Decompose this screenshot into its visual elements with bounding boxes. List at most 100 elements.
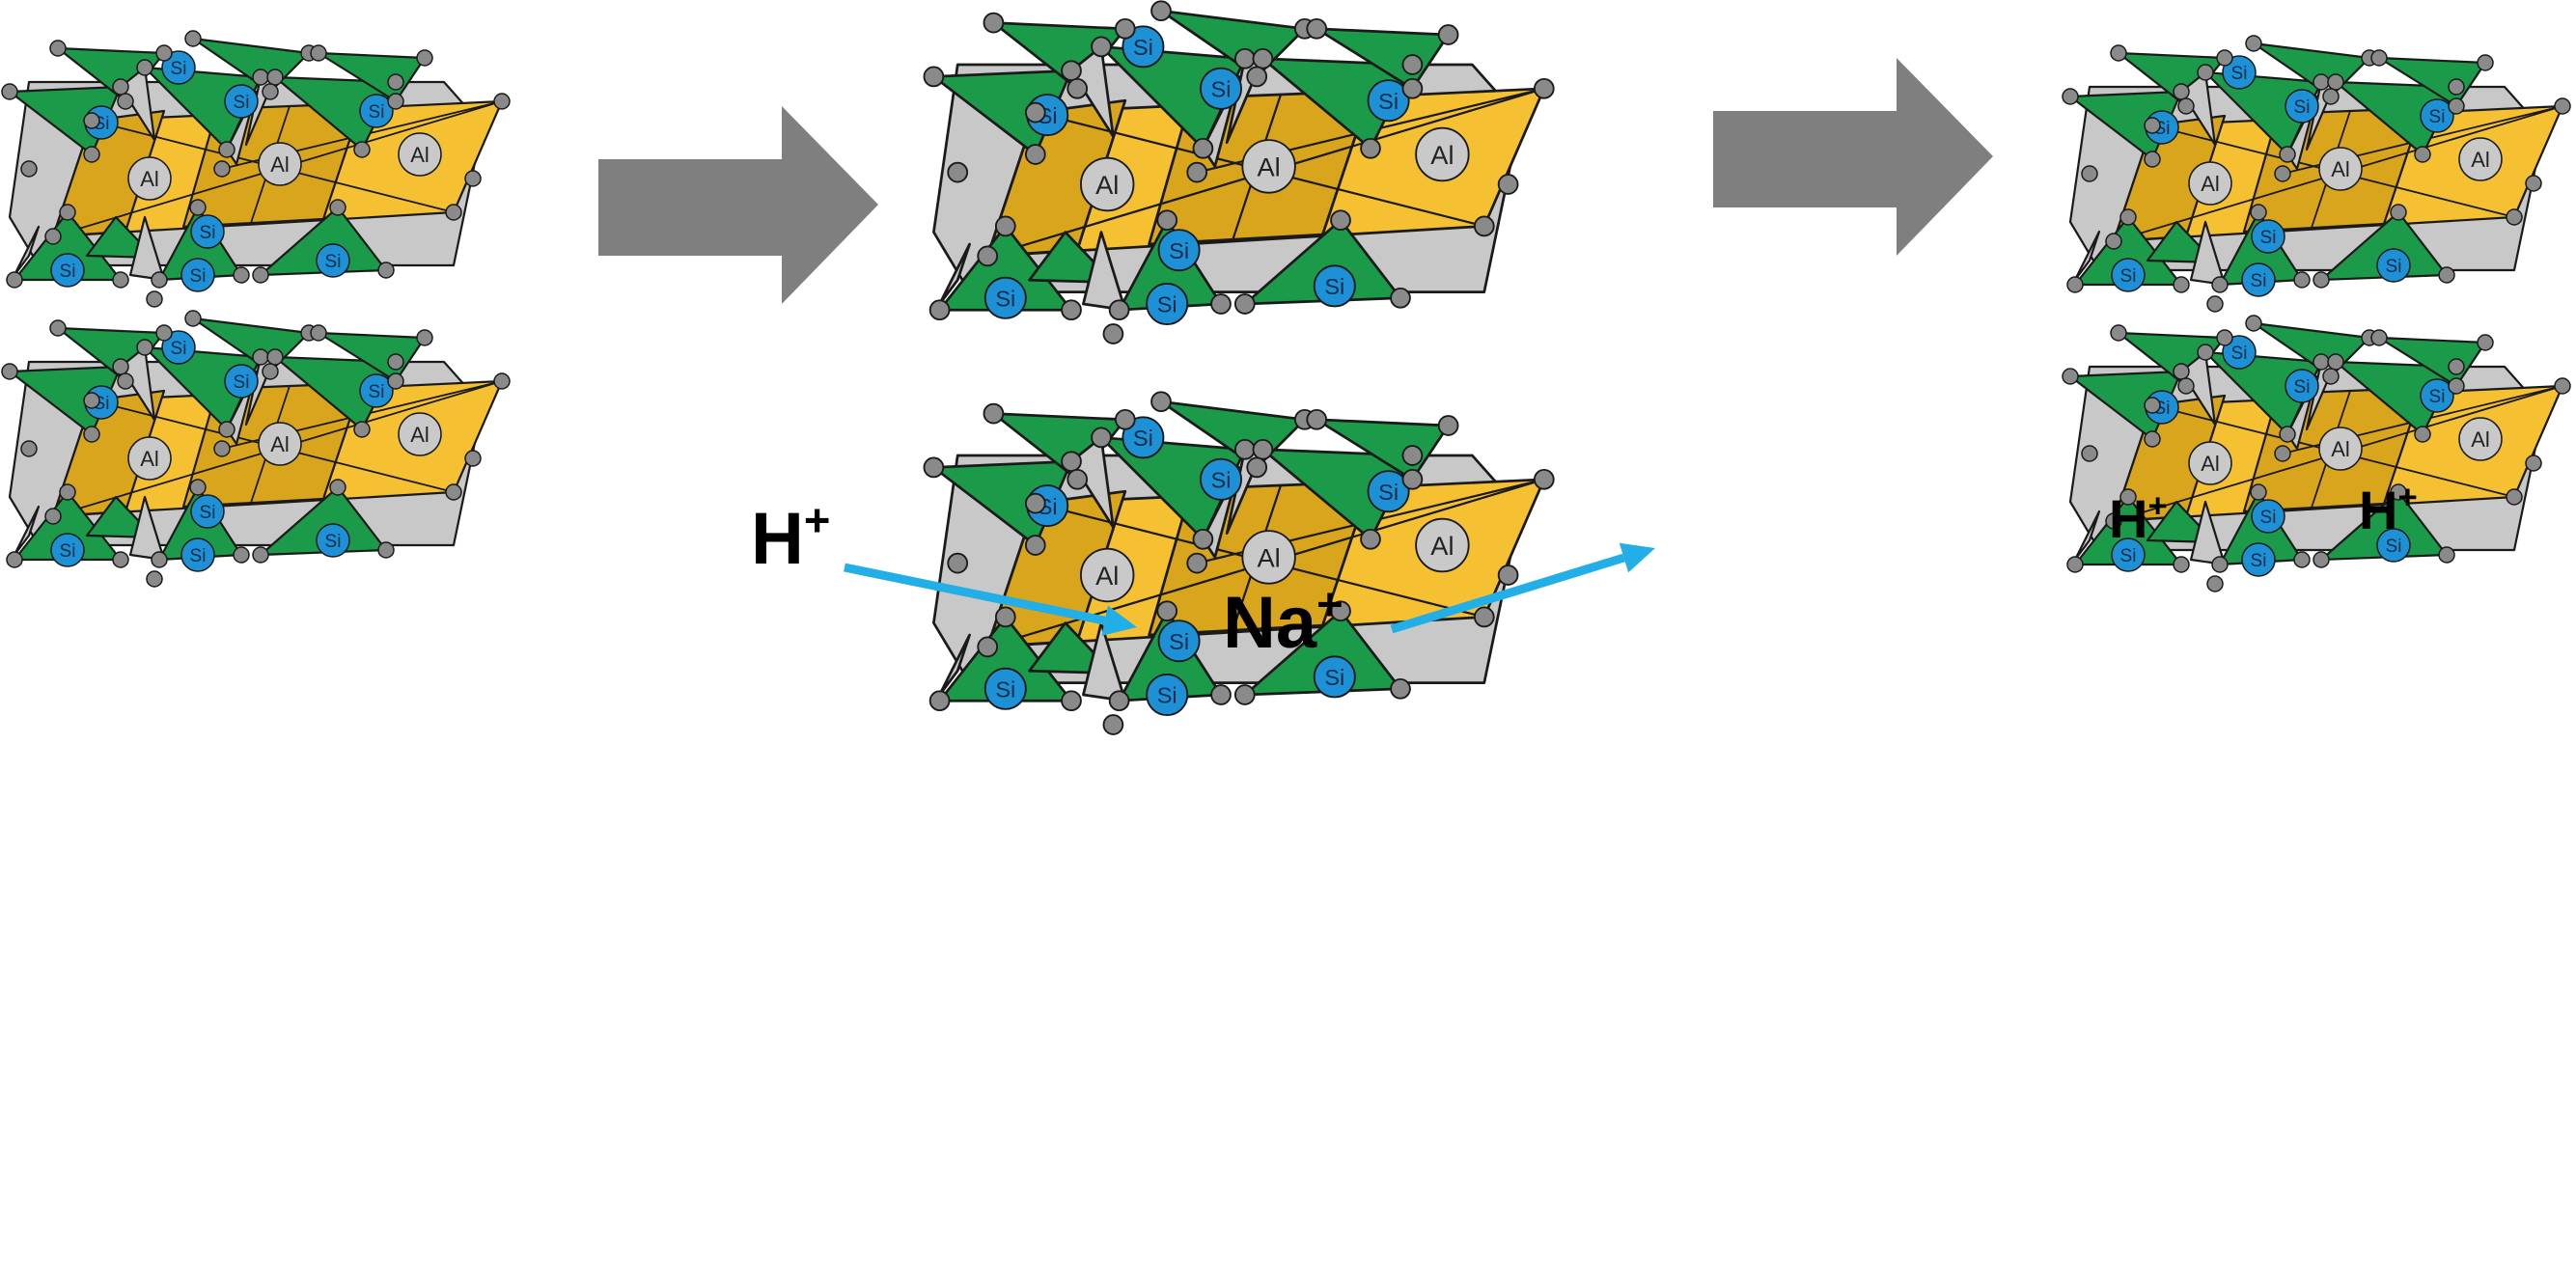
oxygen-node [1330, 600, 1351, 622]
tetrahedron-side-face [938, 633, 971, 697]
proton-label-final-right: H+ [2359, 480, 2418, 540]
oxygen-node [2173, 556, 2190, 573]
oxygen-node [44, 228, 62, 245]
oxygen-node [2173, 276, 2190, 293]
oxygen-node [2313, 271, 2330, 289]
silicon-atom: Si [2420, 98, 2454, 133]
oxygen-node [2279, 426, 2296, 443]
oxygen-node [1401, 77, 1424, 99]
aluminum-atom: Al [1079, 547, 1135, 603]
oxygen-node [2062, 88, 2079, 105]
oxygen-node [2105, 512, 2122, 530]
oxygen-node [2211, 556, 2229, 573]
oxygen-node [218, 421, 235, 438]
silicon-label: Si [1324, 665, 1344, 690]
oxygen-node [1066, 468, 1089, 490]
oxygen-node [1156, 600, 1178, 622]
aluminum-label: Al [140, 167, 159, 191]
silicon-atom: Si [161, 330, 196, 365]
oxygen-node [2105, 233, 2122, 250]
silicon-label: Si [1133, 35, 1153, 60]
oxygen-node [2448, 358, 2465, 375]
oxygen-node [1156, 209, 1178, 232]
silicon-label: Si [2120, 266, 2137, 287]
oxygen-node [1390, 287, 1411, 309]
oxygen-node [233, 266, 250, 284]
oxygen-node [1108, 299, 1130, 321]
oxygen-node [2177, 377, 2195, 395]
silicon-atom: Si [1157, 620, 1201, 663]
aluminum-atom: Al [127, 436, 172, 481]
oxygen-node [387, 353, 404, 371]
oxygen-node [1233, 438, 1256, 460]
oxygen-node [2197, 64, 2214, 81]
aluminum-label: Al [2331, 157, 2350, 181]
silicon-label: Si [200, 223, 216, 243]
silicon-label: Si [1378, 89, 1399, 114]
aluminum-atom: Al [2318, 147, 2363, 191]
silicon-label: Si [2386, 537, 2402, 557]
oxygen-node [994, 215, 1016, 237]
oxygen-node [1091, 427, 1112, 449]
aluminum-label: Al [1095, 561, 1119, 591]
oxygen-node [1186, 552, 1208, 574]
tetrahedron-side-face [13, 505, 41, 557]
oxygen-node [1330, 209, 1351, 232]
silicon-label: Si [369, 382, 385, 402]
oxygen-node [493, 93, 511, 110]
silicon-label: Si [1169, 238, 1189, 263]
process-arrows [598, 58, 1993, 636]
tetrahedron-side-face [119, 345, 156, 422]
oxygen-node [1360, 528, 1381, 550]
oxygen-node [2274, 165, 2291, 182]
aluminum-label: Al [410, 423, 429, 447]
aluminum-atom: Al [2458, 137, 2503, 181]
oxygen-node [2206, 295, 2224, 313]
oxygen-node [1401, 445, 1424, 466]
silicon-atom: Si [983, 667, 1027, 710]
silicon-atom: Si [161, 50, 196, 85]
silicon-label: Si [325, 252, 342, 272]
oxygen-node [136, 339, 153, 356]
tetrahedron-side-face [2189, 500, 2227, 566]
oxygen-node [2066, 276, 2084, 293]
aluminum-label: Al [1257, 151, 1280, 181]
silicon-atom: Si [1367, 470, 1410, 513]
silicon-label: Si [995, 286, 1015, 311]
silicon-atom: Si [2241, 262, 2276, 297]
oxygen-node [1024, 492, 1046, 514]
oxygen-node [252, 266, 269, 284]
oxygen-node [262, 363, 279, 380]
proton-label-final-left: H+ [2109, 488, 2168, 549]
oxygen-node [2327, 353, 2344, 371]
silicon-atom: Si [50, 253, 85, 288]
silicon-atom: Si [180, 537, 215, 572]
oxygen-node [464, 170, 482, 187]
silicon-atom: Si [1122, 25, 1165, 69]
silicon-label: Si [369, 102, 385, 123]
silicon-atom: Si [359, 373, 394, 408]
oxygen-node [2144, 151, 2161, 168]
aluminum-label: Al [2331, 437, 2350, 461]
oxygen-node [2525, 454, 2542, 472]
oxygen-node [262, 83, 279, 100]
oxygen-node [2197, 344, 2214, 361]
oxygen-node [1473, 215, 1495, 237]
oxygen-node [266, 348, 284, 366]
oxygen-node [1, 83, 18, 100]
oxygen-node [1533, 77, 1555, 99]
oxygen-node [1306, 17, 1328, 40]
oxygen-node [2110, 324, 2127, 342]
oxygen-node [2313, 353, 2330, 371]
oxygen-node [1437, 415, 1459, 436]
silicon-label: Si [234, 372, 250, 393]
silicon-atom: Si [2111, 537, 2146, 572]
oxygen-node [266, 69, 284, 86]
oxygen-node [2554, 377, 2571, 395]
oxygen-node [1150, 391, 1172, 413]
oxygen-node [136, 59, 153, 76]
oxygen-node [1024, 535, 1046, 556]
